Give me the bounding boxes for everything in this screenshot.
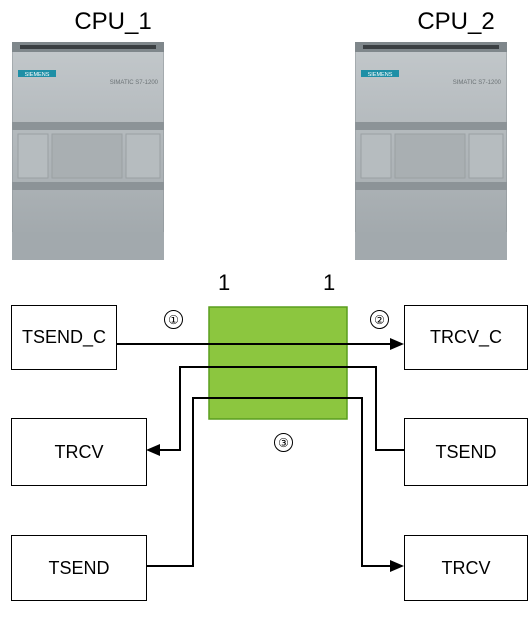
block-tsend-c: TSEND_C (11, 305, 117, 370)
cpu-1-title: CPU_1 (74, 8, 152, 35)
block-tsend-right: TSEND (404, 418, 528, 486)
wire-tsend-trcv-left (160, 366, 404, 451)
wire-tsend-trcv-right (146, 397, 390, 567)
arrow-head (390, 338, 404, 350)
svg-text:SIMATIC S7-1200: SIMATIC S7-1200 (453, 80, 502, 86)
marker-3: ③ (274, 433, 293, 452)
block-trcv-c: TRCV_C (404, 305, 528, 370)
svg-text:SIEMENS: SIEMENS (25, 72, 50, 78)
marker-2: ② (370, 310, 389, 329)
block-trcv-right: TRCV (404, 535, 528, 601)
svg-text:SIEMENS: SIEMENS (368, 72, 393, 78)
siemens-logo (361, 70, 399, 77)
cpu-1-device: SIEMENS SIMATIC S7-1200 (12, 42, 164, 260)
siemens-logo (18, 70, 56, 77)
connection-count-left: 1 (218, 270, 231, 295)
marker-1: ① (164, 310, 183, 329)
cpu-2-device: SIEMENS SIMATIC S7-1200 (355, 42, 507, 260)
arrow-head (146, 444, 160, 456)
connection-box (208, 306, 348, 420)
connection-count-right: 1 (323, 270, 336, 295)
arrow-head (390, 560, 404, 572)
cpu-2-title: CPU_2 (417, 8, 495, 35)
block-trcv-left: TRCV (11, 418, 147, 486)
block-tsend-left: TSEND (11, 535, 147, 601)
svg-text:SIMATIC S7-1200: SIMATIC S7-1200 (110, 80, 159, 86)
